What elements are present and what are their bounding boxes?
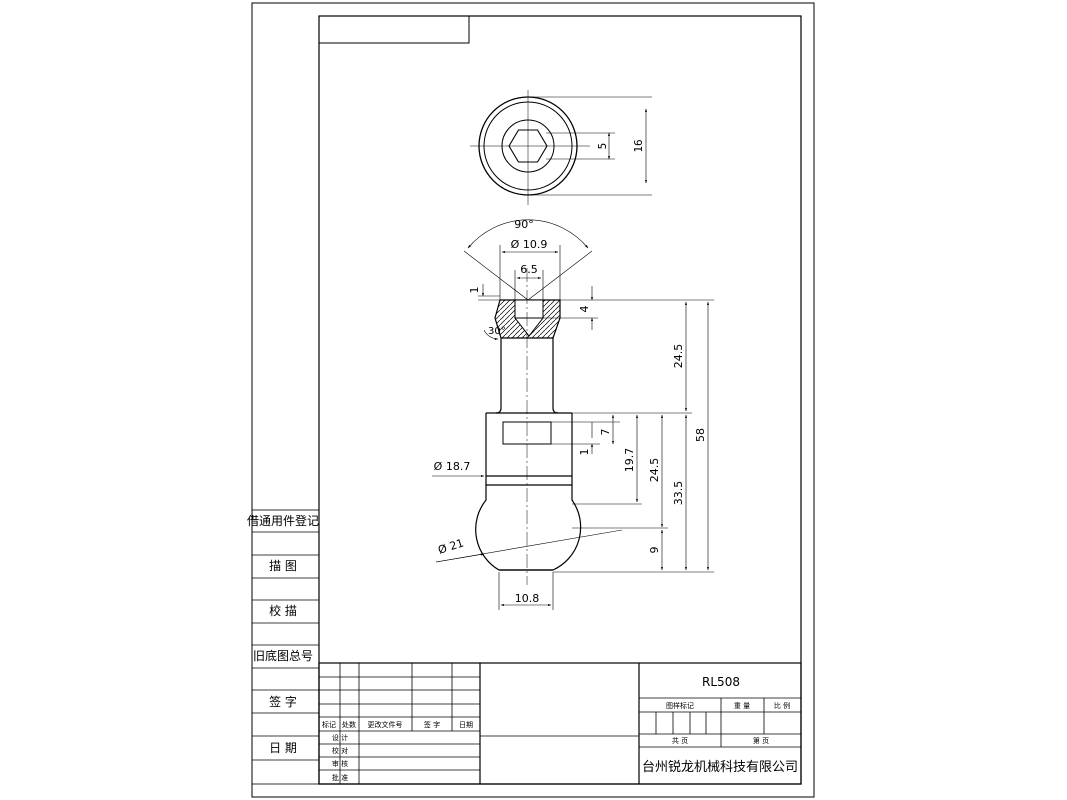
- side-label-date: 日 期: [269, 741, 297, 755]
- top-view: [470, 90, 652, 205]
- dim-neck-24-5: 24.5: [672, 344, 685, 369]
- dim-chamfer-30: 30°: [488, 326, 506, 337]
- dim-24-5-lower: 24.5: [648, 458, 661, 483]
- dim-groove-1: 1: [578, 449, 591, 456]
- hex-socket-section: [514, 299, 544, 319]
- dim-chamfer-1: 1: [468, 287, 481, 294]
- dim-dia-10-9: Ø 10.9: [511, 238, 548, 251]
- body: [485, 412, 573, 486]
- scale-label: 比 例: [774, 701, 790, 710]
- rev-header-docno: 更改文件号: [368, 720, 403, 729]
- side-label-sign: 签 字: [269, 694, 297, 709]
- drawing-number: RL508: [702, 675, 740, 689]
- role-review: 审 核: [332, 759, 348, 768]
- role-check: 校 对: [332, 746, 348, 755]
- socket-cone: [513, 317, 545, 337]
- top-view-dim-lines: [528, 96, 652, 196]
- dim-top-5: 5: [596, 143, 609, 150]
- total-pages-label: 共 页: [672, 736, 688, 745]
- rev-header-mark: 标记: [322, 720, 336, 729]
- rev-header-date: 日期: [459, 721, 473, 729]
- company-name: 台州锐龙机械科技有限公司: [642, 760, 798, 775]
- top-view-centerlines: [470, 90, 590, 205]
- side-label-borrow: 借通用件登记: [247, 513, 319, 528]
- dim-groove-7: 7: [599, 429, 612, 436]
- side-stamp-table: [251, 509, 320, 785]
- dim-top-16: 16: [632, 139, 645, 152]
- rev-header-sign: 签 字: [424, 720, 440, 729]
- role-approve: 批 准: [332, 773, 348, 782]
- side-label-old-no: 旧底图总号: [253, 648, 313, 663]
- dim-dia-18-7: Ø 18.7: [434, 460, 471, 473]
- title-block-grid: [318, 662, 802, 785]
- top-view-hex-socket: [508, 129, 548, 163]
- dim-33-5: 33.5: [672, 481, 685, 506]
- side-label-check-trace: 校 描: [269, 603, 297, 618]
- dim-hex-6-5: 6.5: [520, 263, 538, 276]
- front-dim-lines: [432, 219, 714, 610]
- top-view-inner-circle: [483, 101, 573, 191]
- page-label: 第 页: [753, 736, 769, 745]
- front-dim-labels: 90° Ø 10.9 6.5 1 4 30° 24.5 58 7 1 Ø 18.…: [434, 218, 707, 605]
- dim-angle-90: 90°: [514, 218, 534, 231]
- mark-label: 图样标记: [666, 701, 694, 710]
- dim-dia-21: Ø 21: [436, 536, 465, 556]
- dim-ball-9: 9: [648, 547, 661, 554]
- ball: [475, 484, 582, 571]
- weight-label: 重 量: [734, 702, 750, 710]
- side-label-trace: 描 图: [269, 559, 297, 573]
- dim-total-58: 58: [694, 428, 707, 442]
- dim-flat-10-8: 10.8: [515, 592, 540, 605]
- front-view: [475, 268, 582, 585]
- rev-header-count: 处数: [342, 720, 356, 729]
- top-view-hole-circle: [501, 119, 555, 173]
- title-block-text: 标记 处数 更改文件号 签 字 日期 设 计 校 对 审 核 批 准 RL508…: [322, 675, 798, 782]
- role-design: 设 计: [332, 733, 348, 742]
- dim-hex-depth-4: 4: [578, 306, 591, 313]
- side-stamp-labels: 借通用件登记 描 图 校 描 旧底图总号 签 字 日 期: [247, 513, 319, 755]
- dim-19-7: 19.7: [623, 448, 636, 473]
